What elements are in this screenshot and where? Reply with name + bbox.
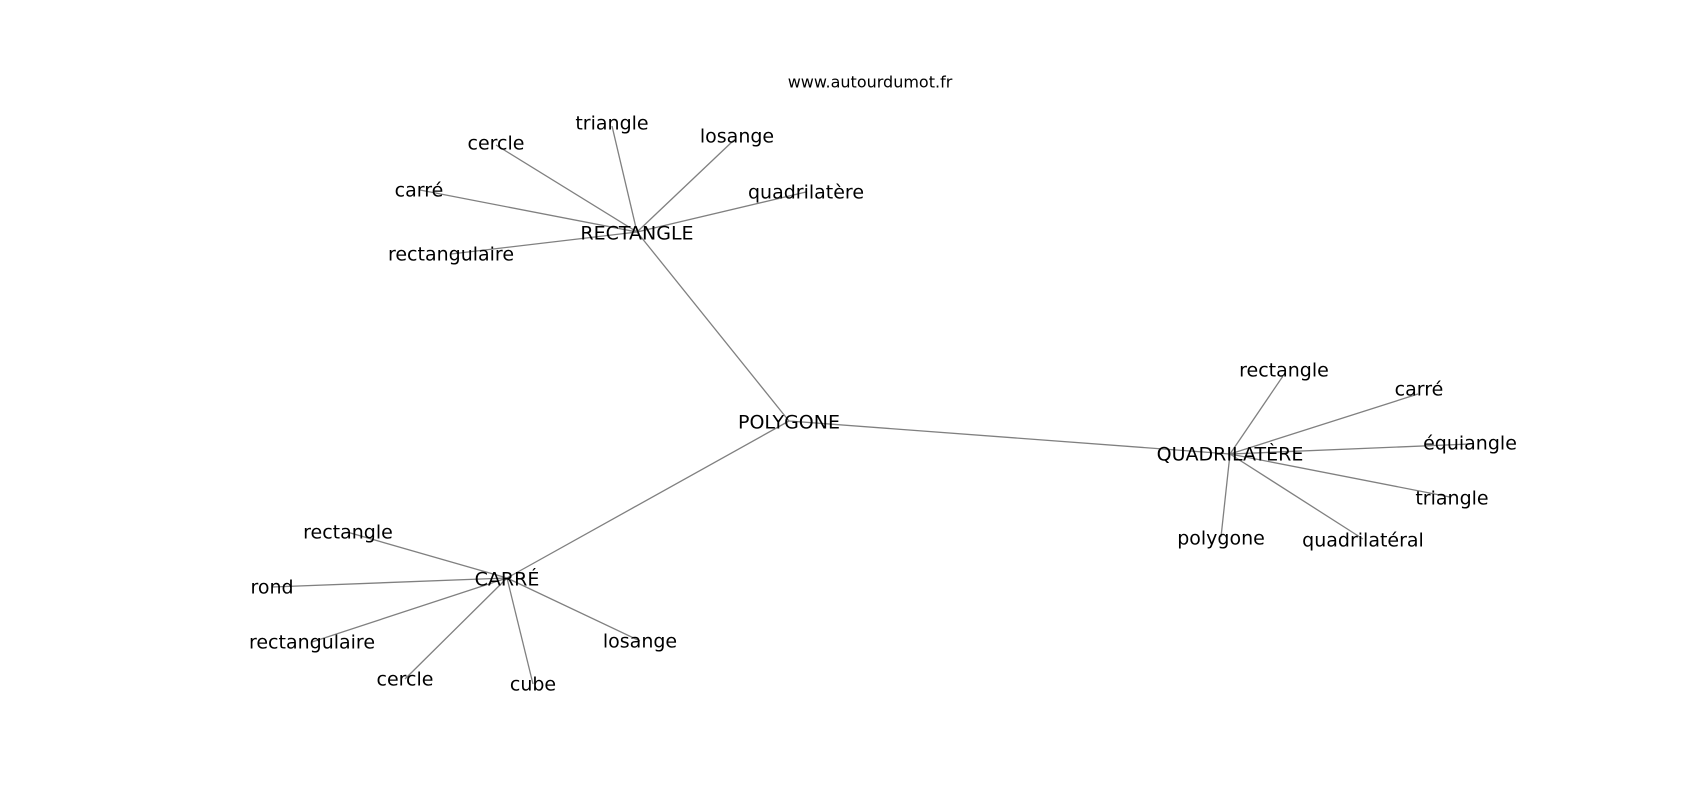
edge-center-carre (506, 420, 790, 579)
leaf-label: quadrilatère (748, 182, 864, 204)
edge-quadrilatere-polygone (1220, 453, 1231, 538)
edge-carre-cube (506, 577, 534, 685)
leaf-label: triangle (1415, 488, 1488, 510)
leaf-label: rectangulaire (249, 632, 375, 654)
edge-carre-rectangle (346, 531, 508, 579)
leaf-label: carré (1395, 379, 1444, 401)
edge-rectangle-cercle (495, 144, 638, 233)
edge-rectangle-carre (419, 189, 638, 233)
edge-quadrilatere-triangle (1229, 453, 1451, 498)
edge-carre-rond (271, 577, 508, 588)
leaf-label: rectangulaire (388, 244, 514, 266)
edge-carre-cercle (404, 577, 508, 680)
leaf-label: losange (700, 126, 774, 148)
edge-rectangle-rectangulaire (450, 231, 638, 255)
leaf-label: quadrilatéral (1302, 530, 1424, 552)
leaf-label: triangle (575, 113, 648, 135)
edge-quadrilatere-carre (1229, 393, 1419, 455)
center-node-label: POLYGONE (738, 412, 840, 434)
leaf-label: équiangle (1423, 433, 1517, 455)
hub-label-carre: CARRÉ (475, 568, 540, 591)
hub-label-quadrilatere: QUADRILATÈRE (1157, 443, 1304, 466)
edge-center-rectangle (636, 231, 790, 422)
edge-rectangle-triangle (611, 125, 638, 233)
labels-layer: POLYGONE RECTANGLE triangle cercle losan… (249, 113, 1517, 696)
edge-rectangle-quadrilatere (636, 191, 807, 233)
leaf-label: polygone (1177, 528, 1265, 550)
leaf-label: losange (603, 631, 677, 653)
edges-layer (271, 125, 1471, 685)
source-label: www.autourdumot.fr (788, 73, 953, 92)
leaf-label: cercle (468, 133, 525, 155)
edge-carre-rectangulaire (311, 577, 508, 643)
hub-label-rectangle: RECTANGLE (580, 223, 693, 245)
leaf-label: cercle (377, 669, 434, 691)
edge-quadrilatere-equiangle (1229, 443, 1471, 455)
edge-quadrilatere-rectangle (1229, 375, 1284, 455)
leaf-label: rectangle (1239, 360, 1329, 382)
edge-carre-losange (506, 577, 641, 642)
edge-quadrilatere-quadrilateral (1229, 453, 1364, 540)
leaf-label: cube (510, 674, 556, 696)
edge-center-quadrilatere (788, 420, 1231, 455)
leaf-label: rectangle (303, 522, 393, 544)
leaf-label: rond (250, 577, 293, 599)
leaf-label: carré (395, 180, 444, 202)
edge-rectangle-losange (636, 139, 735, 233)
